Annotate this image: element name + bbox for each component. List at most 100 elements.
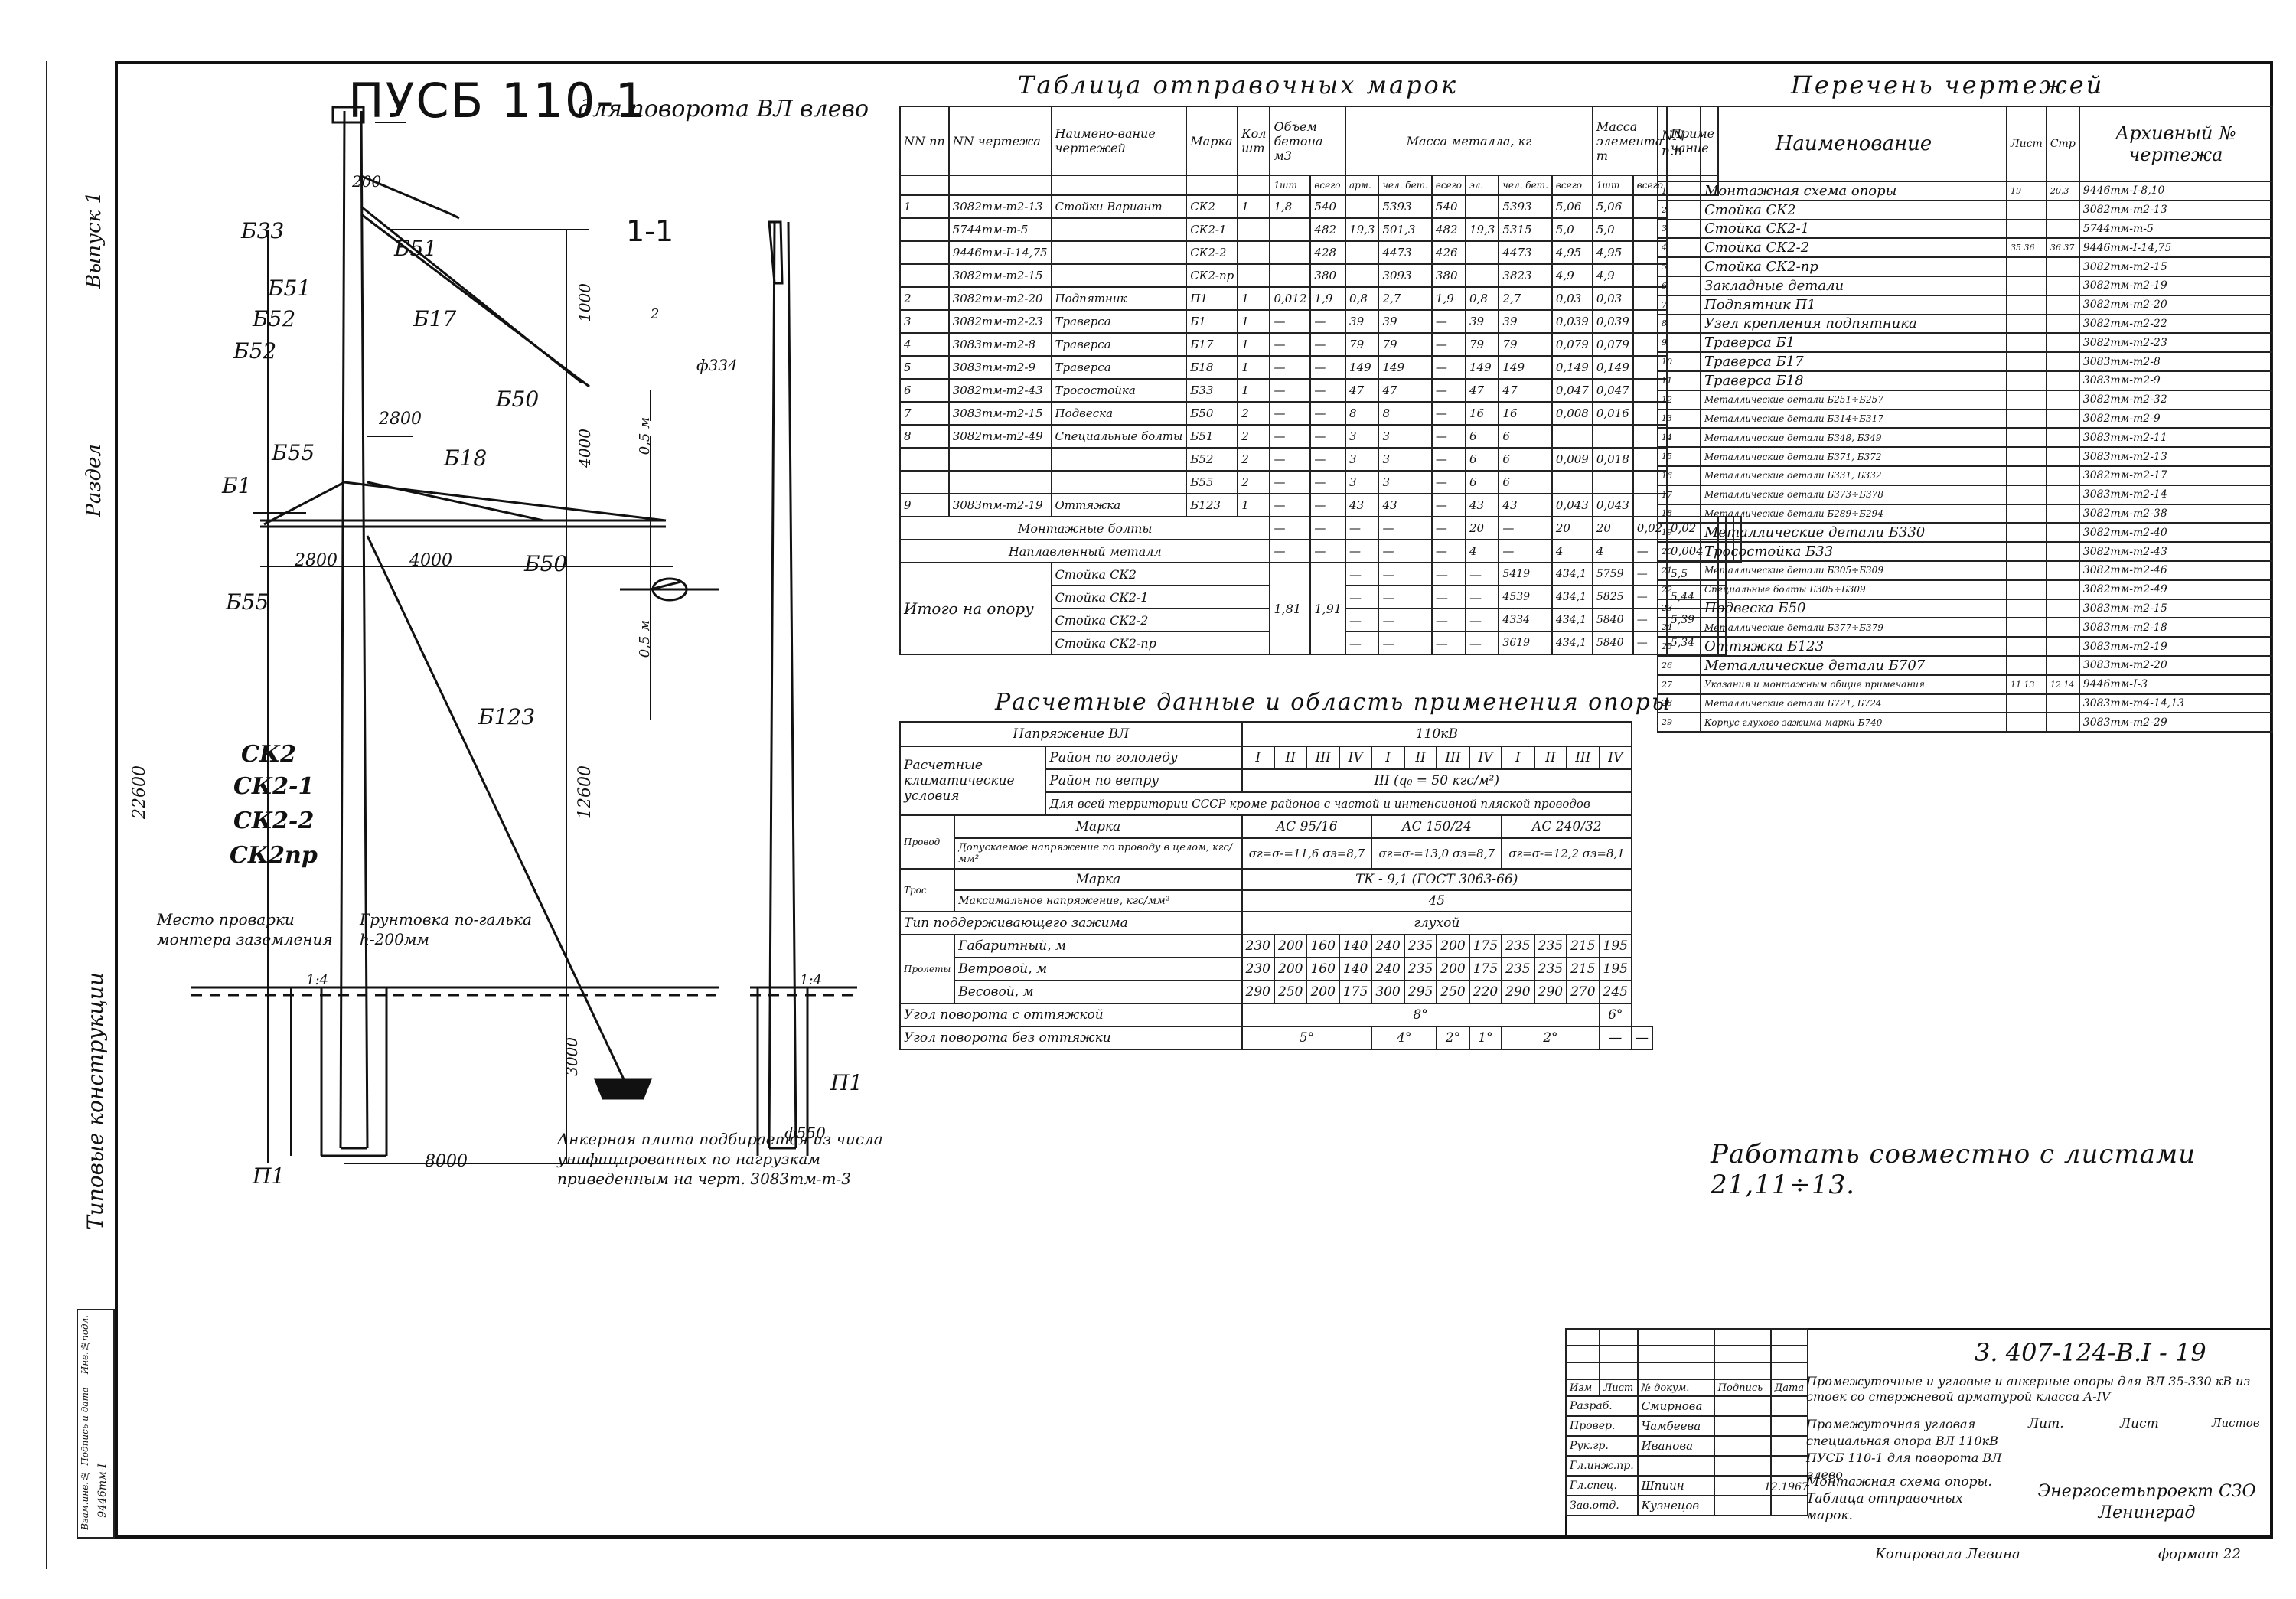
ship-cell: 3823 (1498, 263, 1553, 288)
tb-name (1636, 1455, 1715, 1477)
ship-cell (947, 447, 1052, 472)
list-cell (2006, 541, 2047, 562)
ship-cell: 1 (899, 194, 950, 219)
ship-cell: 3082тм-т2-20 (947, 286, 1052, 311)
list-cell (2045, 579, 2080, 600)
list-cell: Металлические детали Б371, Б372 (1700, 446, 2007, 467)
list-cell: Стойка СК2 (1700, 199, 2007, 220)
ship-weld-cell: — (1309, 539, 1347, 563)
list-cell (2006, 579, 2047, 600)
ship-cell: — (1430, 493, 1467, 517)
ship-total-stand: Стойка СК2-2 (1050, 608, 1271, 632)
ship-cell: 39 (1345, 309, 1380, 334)
ship-cell (1269, 240, 1312, 265)
ship-cell (1050, 240, 1188, 265)
ship-cell: 8 (1378, 401, 1433, 426)
tb-format: формат 22 (2158, 1546, 2241, 1562)
list-cell (2006, 427, 2047, 449)
list-cell: 5 (1657, 256, 1701, 277)
list-h-archive: Архивный № чертежа (2078, 106, 2274, 182)
dim-h2: 4000 (576, 429, 594, 468)
list-cell: 3082тм-т2-38 (2078, 503, 2274, 524)
ship-bolts-cell: — (1430, 516, 1467, 540)
label-b55-bottom: Б55 (226, 589, 269, 615)
tb-empty (1636, 1328, 1715, 1346)
ship-total-cell: 4539 (1498, 585, 1553, 609)
ship-h-mass-el: Масса элемента т (1591, 106, 1668, 176)
ship-cell: 6 (899, 378, 950, 403)
ship-cell (1465, 240, 1500, 265)
ship-cell (1465, 263, 1500, 288)
list-cell: Металлические детали Б330 (1700, 522, 2007, 543)
ship-cell: Б50 (1186, 401, 1239, 426)
label-b18: Б18 (444, 445, 488, 471)
ship-cell (1269, 263, 1312, 288)
ship-cell: 79 (1378, 332, 1433, 357)
span-cell: 235 (1403, 957, 1438, 981)
tb-object-name: Промежуточная угловая специальная опора … (1806, 1417, 2002, 1482)
list-cell (2045, 484, 2080, 505)
list-cell: 3082тм-т2-17 (2078, 465, 2274, 486)
calc-territory: Для всей территории СССР кроме районов с… (1045, 791, 1632, 816)
list-cell: 1 (1657, 181, 1701, 201)
list-cell: 3083тм-т2-19 (2078, 636, 2274, 657)
list-cell: Металлические детали Б348, Б349 (1700, 427, 2007, 449)
ship-cell: 4,9 (1551, 263, 1593, 288)
span-cell: 215 (1566, 957, 1600, 981)
ship-cell: СК2 (1186, 194, 1239, 219)
ship-total-stand: Стойка СК2 (1050, 562, 1271, 586)
list-cell: 24 (1657, 617, 1701, 638)
label-b52-a: Б52 (253, 306, 296, 331)
ship-cell-dash: — (1378, 562, 1433, 586)
ship-cell: 0,149 (1551, 355, 1593, 380)
dim-total: 22600 (130, 765, 149, 819)
ship-cell: 540 (1430, 194, 1467, 219)
list-cell: 6 (1657, 275, 1701, 296)
tb-copied: Копировала Левина (1875, 1546, 2020, 1562)
ship-cell: 5744тм-т-5 (947, 217, 1052, 242)
calc-ice-3: III (1306, 746, 1340, 770)
list-cell (2045, 275, 2080, 296)
ship-cell: — (1269, 309, 1312, 334)
ship-cell (1345, 194, 1380, 219)
ship-cell: 428 (1309, 240, 1347, 265)
list-cell (2045, 522, 2080, 543)
dim-slope1: 1:4 (306, 972, 328, 988)
ship-cell-dash: — (1465, 562, 1500, 586)
ship-sub-head: чел. бет. (1378, 175, 1433, 196)
ship-cell (1591, 424, 1634, 449)
ship-cell: 3082тм-т2-43 (947, 378, 1052, 403)
ship-cell: 16 (1498, 401, 1553, 426)
ship-cell: 2 (1237, 447, 1271, 472)
ship-cell: 3 (1378, 470, 1433, 494)
ship-cell: 3 (1378, 447, 1433, 472)
ship-total-cell: 5419 (1498, 562, 1553, 586)
calc-wind: III (q₀ = 50 кгс/м²) (1241, 768, 1632, 793)
ship-cell: 39 (1498, 309, 1553, 334)
calc-wire-3: АС 240/32 (1501, 814, 1632, 839)
calc-spans-label: Пролеты (899, 934, 956, 1004)
calc-ice-2: II (1273, 746, 1308, 770)
ship-cell: Подпятник (1050, 286, 1188, 311)
list-cell (2045, 427, 2080, 449)
ship-cell: 19,3 (1345, 217, 1380, 242)
ship-cell-dash: — (1345, 585, 1380, 609)
ship-total-concrete-2: 1,91 (1309, 562, 1347, 655)
list-h-name: Наименование (1700, 106, 2007, 182)
list-h-nn: NN п.п (1657, 106, 1701, 182)
ship-weld-cell: — (1498, 539, 1553, 563)
tb-date (1769, 1435, 1809, 1457)
ship-cell: 0,016 (1591, 401, 1634, 426)
calc-wire-2: АС 150/24 (1371, 814, 1503, 839)
ship-cell: — (1430, 424, 1467, 449)
ship-cell: Оттяжка (1050, 493, 1188, 517)
